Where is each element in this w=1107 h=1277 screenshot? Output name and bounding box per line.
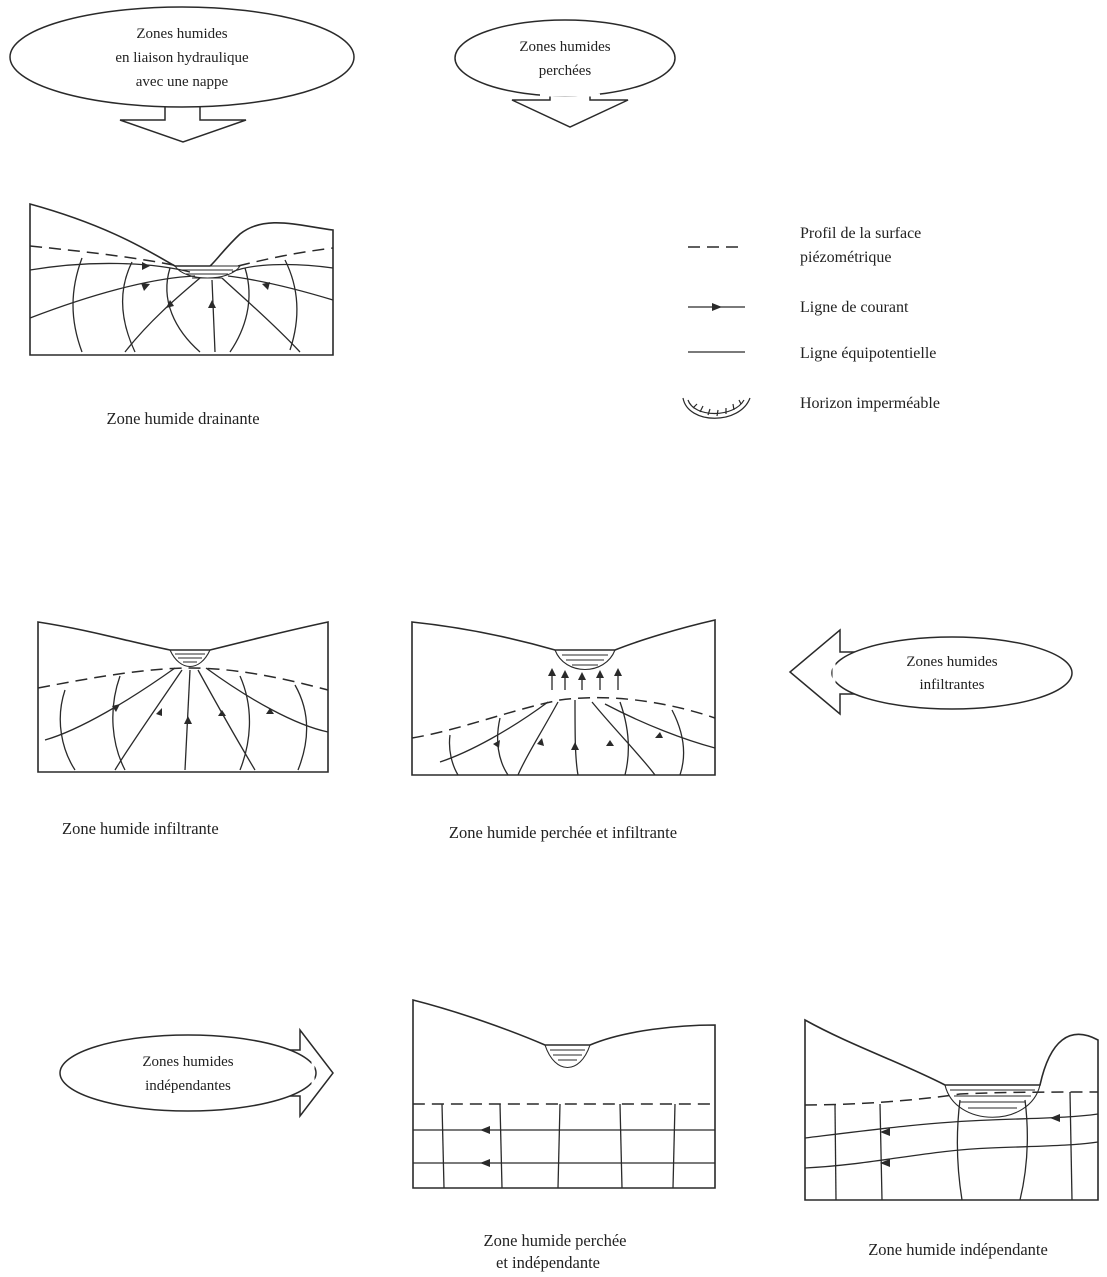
- bubble-independantes-line2: indépendantes: [145, 1078, 231, 1094]
- legend-piezo-line1: Profil de la surface: [800, 225, 921, 242]
- bubble-infiltrantes-line2: infiltrantes: [920, 677, 985, 693]
- bubble-liaison-line1: Zones humides: [136, 26, 227, 42]
- bubble-perchees-line2: perchées: [539, 63, 592, 79]
- legend-equipotentielle: Ligne équipotentielle: [800, 345, 936, 362]
- caption-infiltrante: Zone humide infiltrante: [62, 819, 219, 838]
- caption-perchee-independante-line1: Zone humide perchée: [484, 1231, 627, 1250]
- legend-impermeable: Horizon imperméable: [800, 395, 940, 412]
- bubble-independantes-line1: Zones humides: [142, 1054, 233, 1070]
- bubble-perchees: Zones humides perchées: [455, 20, 675, 127]
- legend-impermeable-symbol: [683, 398, 750, 418]
- bubble-infiltrantes: Zones humides infiltrantes: [790, 630, 1072, 714]
- panel-drainante: Zone humide drainante: [30, 204, 333, 428]
- caption-drainante: Zone humide drainante: [106, 409, 259, 428]
- bubble-liaison-line3: avec une nappe: [136, 74, 229, 90]
- legend-piezo-line2: piézométrique: [800, 249, 892, 266]
- caption-independante: Zone humide indépendante: [868, 1240, 1048, 1259]
- bubble-infiltrantes-line1: Zones humides: [906, 654, 997, 670]
- bubble-perchees-line1: Zones humides: [519, 39, 610, 55]
- infiltration-arrows: [548, 668, 622, 690]
- panel-perchee-independante: Zone humide perchée et indépendante: [413, 1000, 715, 1272]
- bubble-liaison: Zones humides en liaison hydraulique ave…: [10, 7, 354, 142]
- caption-perchee-independante-line2: et indépendante: [496, 1253, 600, 1272]
- caption-perchee-infiltrante: Zone humide perchée et infiltrante: [449, 823, 677, 842]
- panel-infiltrante: Zone humide infiltrante: [38, 622, 328, 838]
- panel-perchee-infiltrante: Zone humide perchée et infiltrante: [412, 620, 715, 842]
- bubble-independantes: Zones humides indépendantes: [60, 1030, 333, 1116]
- legend-courant: Ligne de courant: [800, 299, 909, 316]
- legend: Profil de la surface piézométrique Ligne…: [683, 225, 940, 418]
- bubble-liaison-line2: en liaison hydraulique: [115, 50, 249, 66]
- panel-independante: Zone humide indépendante: [805, 1020, 1098, 1259]
